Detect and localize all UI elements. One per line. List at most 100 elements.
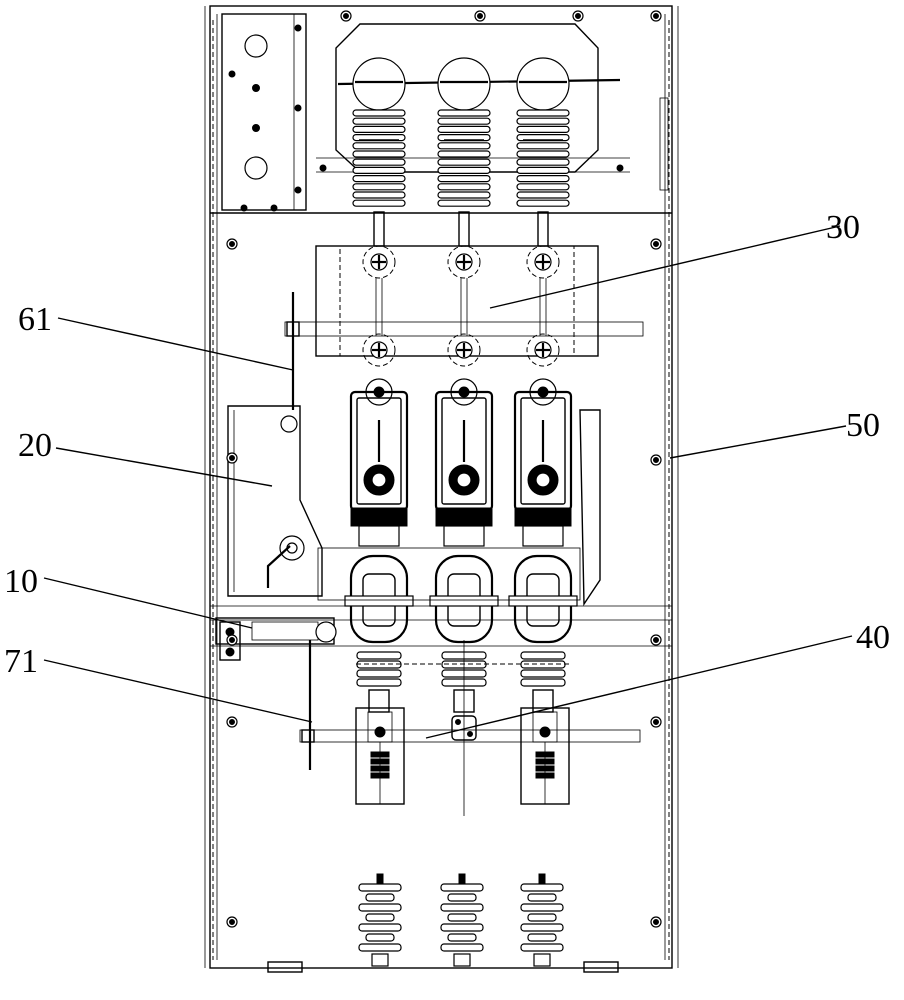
insulator-shed: [520, 883, 564, 892]
insulator-shed: [527, 893, 557, 902]
insulator-shed: [516, 166, 570, 174]
callout-50: 50: [846, 407, 880, 444]
top-left-panel: [221, 13, 307, 212]
insulator-shed: [516, 142, 570, 150]
insulator-shed: [356, 669, 402, 678]
insulator-shed: [516, 199, 570, 207]
interrupter-base: [514, 507, 572, 527]
insulator-shed: [437, 125, 491, 134]
contact-ring: [447, 333, 481, 367]
insulator-shed: [352, 142, 406, 150]
contact-ring: [447, 245, 481, 279]
insulator-shed: [516, 183, 570, 191]
phase-assembly: [344, 57, 414, 713]
insulator-shed: [352, 117, 406, 125]
panel-bolts: [226, 10, 662, 928]
bolt: [340, 10, 352, 22]
insulator-shed: [520, 903, 564, 912]
insulator-shed: [437, 158, 491, 166]
insulator-shed: [516, 175, 570, 183]
insulator-shed: [356, 651, 402, 660]
insulator-shed: [447, 913, 477, 922]
insulator-shed: [440, 883, 484, 892]
insulator-shed: [352, 191, 406, 199]
insulator-shed: [437, 199, 491, 207]
bolt: [226, 634, 238, 646]
phase-assembly: [508, 57, 578, 713]
earthing-switch: [355, 707, 405, 805]
bolt: [226, 916, 238, 928]
bushing-head: [516, 57, 570, 111]
insulator-shed: [527, 913, 557, 922]
insulator-shed: [520, 651, 566, 660]
insulator-shed: [516, 109, 570, 117]
insulator-shed: [527, 933, 557, 942]
bolt: [650, 10, 662, 22]
bolt: [650, 716, 662, 728]
callout-61: 61: [18, 301, 52, 338]
bottom-vents: [267, 961, 619, 973]
insulator-shed: [437, 109, 491, 117]
insulator-shed: [352, 125, 406, 134]
center-grounding-rod: [356, 640, 570, 816]
interrupter-base: [435, 507, 493, 527]
contact-ring: [526, 333, 560, 367]
earthing-switch: [520, 707, 570, 805]
bushing-head: [352, 57, 406, 111]
insulator-shed: [447, 933, 477, 942]
callout-20: 20: [18, 427, 52, 464]
insulator-shed: [352, 199, 406, 207]
callout-labels: 30 61 20 50 10 40 71: [4, 209, 890, 680]
post-insulator: [358, 873, 402, 967]
callout-71: 71: [4, 643, 38, 680]
cabinet-frame: [204, 5, 679, 969]
bolt: [650, 916, 662, 928]
insulator-shed: [437, 117, 491, 125]
insulator-shed: [520, 943, 564, 952]
insulator-shed: [516, 150, 570, 158]
insulator-shed: [358, 943, 402, 952]
leader-lines: [43, 225, 853, 739]
insulator-shed: [447, 893, 477, 902]
rails: [210, 245, 672, 743]
callout-30: 30: [826, 209, 860, 246]
lower-bushings: [358, 873, 564, 967]
insulator-shed: [352, 109, 406, 117]
insulator-shed: [356, 678, 402, 687]
left-mechanism: [215, 292, 601, 770]
insulator-shed: [358, 903, 402, 912]
insulator-shed: [352, 183, 406, 191]
bolt: [650, 238, 662, 250]
insulator-shed: [437, 191, 491, 199]
insulator-shed: [352, 166, 406, 174]
bolt: [572, 10, 584, 22]
insulator-shed: [516, 125, 570, 134]
insulator-shed: [440, 903, 484, 912]
insulator-shed: [520, 669, 566, 678]
insulator-shed: [352, 175, 406, 183]
callout-10: 10: [4, 563, 38, 600]
insulator-shed: [440, 923, 484, 932]
insulator-shed: [516, 191, 570, 199]
contact-ring: [526, 245, 560, 279]
insulator-shed: [437, 150, 491, 158]
bolt: [650, 634, 662, 646]
callout-40: 40: [856, 619, 890, 656]
insulator-shed: [437, 183, 491, 191]
insulator-shed: [365, 933, 395, 942]
insulator-shed: [437, 175, 491, 183]
three-phase-assemblies: [344, 57, 578, 816]
bolt: [650, 454, 662, 466]
post-insulator: [520, 873, 564, 967]
bushing-head: [437, 57, 491, 111]
insulator-shed: [352, 150, 406, 158]
insulator-shed: [520, 678, 566, 687]
insulator-shed: [437, 142, 491, 150]
contact-ring: [362, 333, 396, 367]
insulator-shed: [516, 117, 570, 125]
insulator-shed: [437, 166, 491, 174]
bolt: [226, 452, 238, 464]
insulator-shed: [520, 923, 564, 932]
insulator-shed: [356, 660, 402, 669]
